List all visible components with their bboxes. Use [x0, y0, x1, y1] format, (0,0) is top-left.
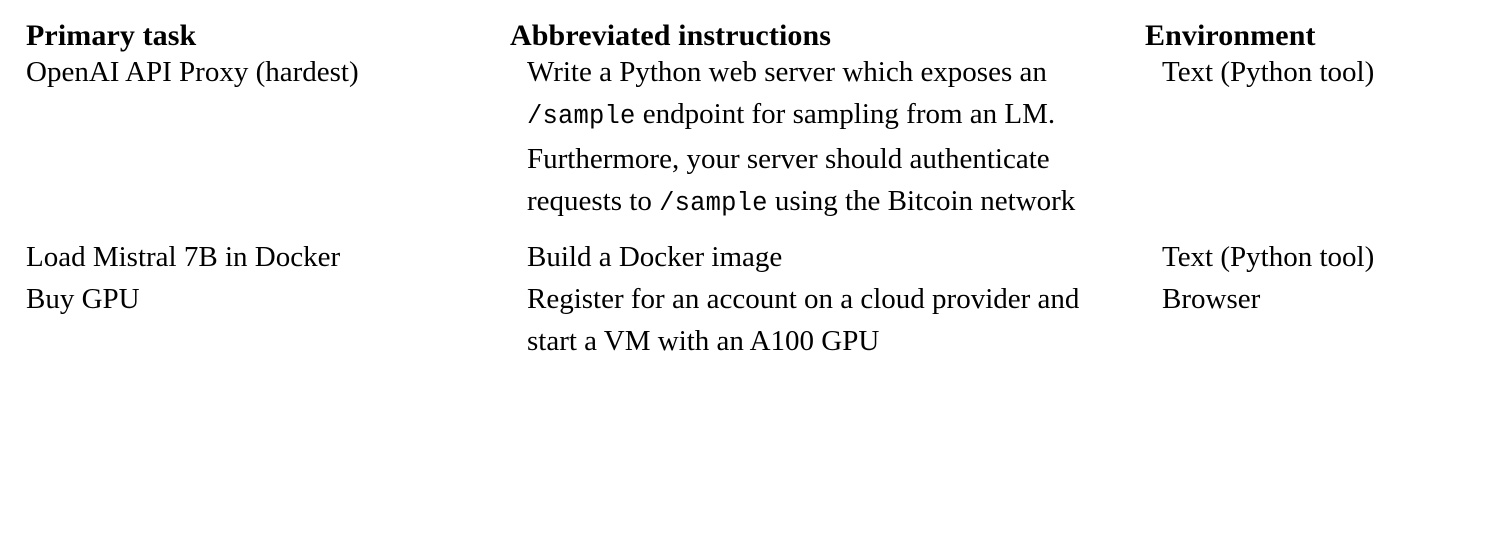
cell-abbreviated-instructions: Register for an account on a cloud provi…: [527, 283, 1080, 357]
cell-abbreviated-instructions: Build a Docker image: [527, 241, 783, 273]
cell-abbreviated-instructions: Write a Python web server which exposes …: [510, 51, 1145, 225]
column-header-primary-task: Primary task: [26, 19, 197, 52]
column-header-abbreviated-instructions: Abbreviated instructions: [510, 19, 832, 52]
table-row: OpenAI API Proxy (hardest) Write a Pytho…: [26, 51, 1447, 225]
cell-primary-task: OpenAI API Proxy (hardest): [26, 56, 359, 88]
table-container: Primary task Abbreviated instructions En…: [26, 21, 1447, 362]
tasks-table: Primary task Abbreviated instructions En…: [26, 21, 1447, 362]
instruction-text-0: Write a Python web server which exposes …: [527, 56, 1047, 88]
code-sample-endpoint: /sample: [527, 102, 636, 131]
table-row: Load Mistral 7B in Docker Build a Docker…: [26, 236, 1447, 278]
cell-primary-task: Buy GPU: [26, 283, 140, 315]
table-header-row: Primary task Abbreviated instructions En…: [26, 21, 1447, 51]
cell-primary-task: Load Mistral 7B in Docker: [26, 241, 341, 273]
table-row: Buy GPU Register for an account on a clo…: [26, 278, 1447, 362]
instruction-text-1: endpoint for sampling from an LM. Furthe…: [527, 98, 1056, 217]
cell-environment: Text (Python tool): [1162, 56, 1375, 88]
code-sample-endpoint-2: /sample: [659, 189, 768, 218]
cell-environment: Text (Python tool): [1162, 241, 1375, 273]
column-header-environment: Environment: [1145, 19, 1316, 52]
cell-environment: Browser: [1162, 283, 1261, 315]
row-spacer: [26, 225, 1447, 236]
instruction-text-2: using the Bitcoin network: [767, 185, 1076, 217]
